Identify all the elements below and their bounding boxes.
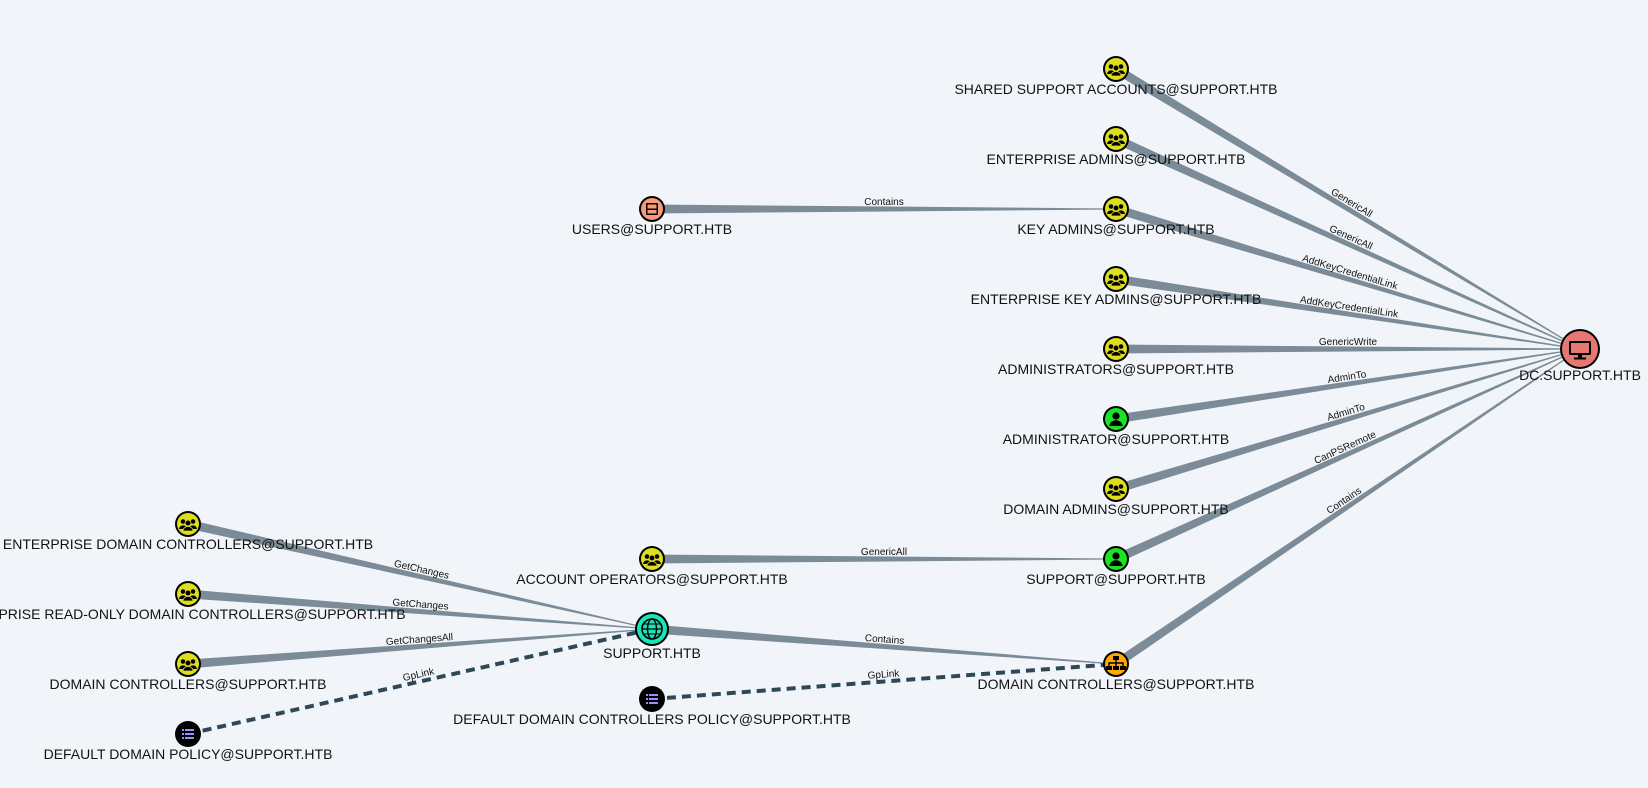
node-domain[interactable]: SUPPORT.HTB (603, 612, 701, 661)
edge-ent_key_admins-dc[interactable] (1115, 274, 1581, 350)
node-label: DOMAIN CONTROLLERS@SUPPORT.HTB (50, 676, 327, 692)
node-ent_dc[interactable]: ENTERPRISE DOMAIN CONTROLLERS@SUPPORT.HT… (3, 511, 373, 552)
node-label: SHARED SUPPORT ACCOUNTS@SUPPORT.HTB (954, 81, 1277, 97)
edge-ddcp-dc_ou[interactable] (651, 662, 1117, 701)
group-icon (1107, 484, 1125, 497)
edge-domain_admins-dc[interactable] (1114, 348, 1581, 494)
group-icon (1107, 274, 1125, 287)
node-label: SUPPORT.HTB (603, 645, 701, 661)
group-icon (179, 589, 197, 602)
node-label: DEFAULT DOMAIN POLICY@SUPPORT.HTB (44, 746, 333, 762)
node-ent_ro_dc[interactable]: TERPRISE READ-ONLY DOMAIN CONTROLLERS@SU… (0, 581, 406, 622)
node-administrators[interactable]: ADMINISTRATORS@SUPPORT.HTB (998, 336, 1234, 377)
node-support_user[interactable]: SUPPORT@SUPPORT.HTB (1026, 546, 1206, 587)
edge-administrator-dc[interactable] (1115, 348, 1581, 424)
node-label: DC.SUPPORT.HTB (1519, 367, 1641, 383)
node-enterprise_admins[interactable]: ENTERPRISE ADMINS@SUPPORT.HTB (987, 126, 1246, 167)
node-label: ENTERPRISE ADMINS@SUPPORT.HTB (987, 151, 1246, 167)
domain-icon (641, 618, 663, 640)
node-domain_admins[interactable]: DOMAIN ADMINS@SUPPORT.HTB (1003, 476, 1229, 517)
container-icon (646, 203, 658, 215)
user-icon (1109, 552, 1123, 566)
group-icon (643, 554, 661, 567)
node-label: USERS@SUPPORT.HTB (572, 221, 732, 237)
edge-administrators-dc[interactable] (1116, 344, 1580, 354)
gpo-icon (182, 729, 194, 739)
node-label: TERPRISE READ-ONLY DOMAIN CONTROLLERS@SU… (0, 606, 406, 622)
group-icon (1107, 344, 1125, 357)
edge-labels-layer: GenericAllGenericAllAddKeyCredentialLink… (386, 187, 1400, 684)
node-label: DOMAIN CONTROLLERS@SUPPORT.HTB (978, 676, 1255, 692)
group-icon (1107, 64, 1125, 77)
edge-ent_dc-domain[interactable] (187, 519, 653, 630)
node-ent_key_admins[interactable]: ENTERPRISE KEY ADMINS@SUPPORT.HTB (971, 266, 1262, 307)
edge-label: CanPSRemote (1313, 429, 1379, 467)
node-label: ADMINISTRATORS@SUPPORT.HTB (998, 361, 1234, 377)
edge-label: GetChangesAll (386, 632, 454, 648)
group-icon (1107, 134, 1125, 147)
edge-shared_support-dc[interactable] (1113, 65, 1581, 350)
node-ddp[interactable]: DEFAULT DOMAIN POLICY@SUPPORT.HTB (44, 721, 333, 762)
edge-enterprise_admins-dc[interactable] (1114, 134, 1581, 350)
node-dc_ou[interactable]: DOMAIN CONTROLLERS@SUPPORT.HTB (978, 651, 1255, 692)
ou-icon (1106, 656, 1126, 670)
computer-icon (1569, 341, 1591, 360)
node-label: DEFAULT DOMAIN CONTROLLERS POLICY@SUPPOR… (453, 711, 851, 727)
group-icon (179, 659, 197, 672)
node-ddcp[interactable]: DEFAULT DOMAIN CONTROLLERS POLICY@SUPPOR… (453, 686, 851, 727)
edge-label: GetChanges (392, 597, 449, 612)
node-label: ENTERPRISE DOMAIN CONTROLLERS@SUPPORT.HT… (3, 536, 373, 552)
edge-label: GenericWrite (1319, 337, 1378, 348)
group-icon (179, 519, 197, 532)
edge-label: Contains (864, 197, 903, 208)
edge-users-key_admins[interactable] (652, 204, 1116, 214)
node-key_admins[interactable]: KEY ADMINS@SUPPORT.HTB (1017, 196, 1215, 237)
edge-ent_ro_dc-domain[interactable] (187, 589, 652, 630)
node-account_operators[interactable]: ACCOUNT OPERATORS@SUPPORT.HTB (516, 546, 788, 587)
edge-account_operators-support_user[interactable] (652, 554, 1116, 564)
node-label: DOMAIN ADMINS@SUPPORT.HTB (1003, 501, 1229, 517)
node-label: ACCOUNT OPERATORS@SUPPORT.HTB (516, 571, 787, 587)
node-label: SUPPORT@SUPPORT.HTB (1026, 571, 1205, 587)
nodes-layer: SHARED SUPPORT ACCOUNTS@SUPPORT.HTB ENTER… (0, 56, 1641, 762)
node-dc[interactable]: DC.SUPPORT.HTB (1519, 329, 1641, 383)
edge-ddp-domain[interactable] (187, 627, 653, 736)
edge-support_user-dc[interactable] (1114, 348, 1581, 564)
node-administrator[interactable]: ADMINISTRATOR@SUPPORT.HTB (1003, 406, 1230, 447)
node-label: KEY ADMINS@SUPPORT.HTB (1017, 221, 1214, 237)
node-users[interactable]: USERS@SUPPORT.HTB (572, 196, 732, 237)
edge-label: GpLink (867, 668, 900, 681)
node-label: ADMINISTRATOR@SUPPORT.HTB (1003, 431, 1230, 447)
edge-key_admins-dc[interactable] (1114, 204, 1581, 350)
group-icon (1107, 204, 1125, 217)
edges-layer (187, 65, 1581, 736)
node-dc_group[interactable]: DOMAIN CONTROLLERS@SUPPORT.HTB (50, 651, 327, 692)
edge-label: GpLink (402, 666, 436, 684)
user-icon (1109, 412, 1123, 426)
node-shared_support[interactable]: SHARED SUPPORT ACCOUNTS@SUPPORT.HTB (954, 56, 1278, 97)
gpo-icon (646, 694, 658, 704)
edge-dc_group-domain[interactable] (187, 628, 652, 669)
edge-label: GenericAll (861, 547, 907, 558)
edge-domain-dc_ou[interactable] (651, 624, 1116, 665)
edge-label: Contains (864, 633, 904, 647)
edge-dc_ou-dc[interactable] (1113, 348, 1581, 668)
node-label: ENTERPRISE KEY ADMINS@SUPPORT.HTB (971, 291, 1262, 307)
